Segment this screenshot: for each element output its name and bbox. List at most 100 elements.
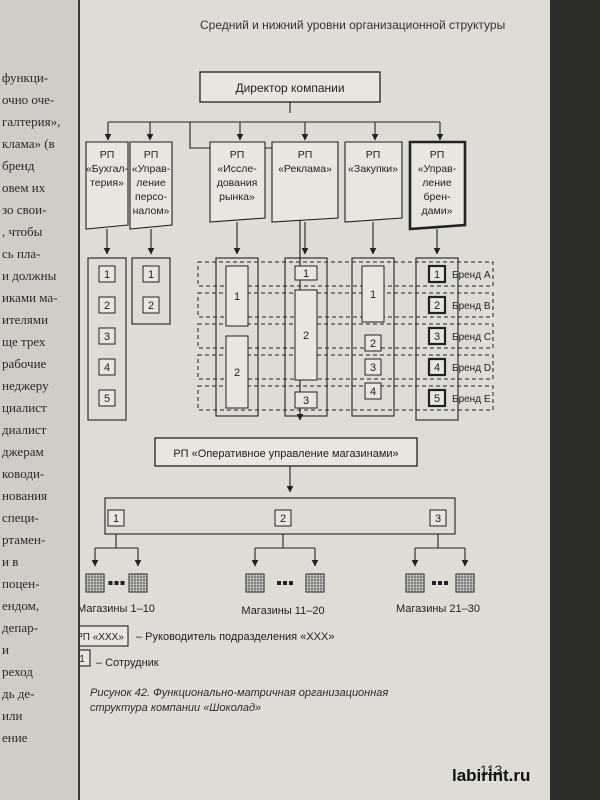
- staff-box: [427, 326, 447, 346]
- store-grid-icon: [305, 573, 325, 593]
- store-group-label-2: Магазины 11–20: [241, 605, 324, 617]
- staff-box: [427, 295, 447, 315]
- store-grid-icon: [128, 573, 148, 593]
- legend-staff-box: [80, 649, 91, 667]
- left-page-text-fragment: и должны: [2, 268, 57, 283]
- left-page-text-fragment: или: [2, 708, 23, 723]
- left-page-text-fragment: галтерия»,: [2, 114, 61, 129]
- staff-box: [142, 296, 160, 314]
- ellipsis-dot: [114, 581, 119, 585]
- staff-number: 2: [148, 300, 154, 312]
- store-grid-icon: [455, 573, 475, 593]
- department-label-line: ление: [422, 177, 452, 189]
- left-page-text-fragment: ителями: [2, 312, 49, 327]
- department-label-line: «Управ-: [418, 163, 457, 175]
- brand-label: Бренд D: [452, 363, 491, 374]
- staff-box: [294, 391, 318, 409]
- store-manager-number: 2: [280, 513, 286, 525]
- staff-number: 3: [104, 331, 110, 343]
- staff-arrows: [103, 222, 441, 255]
- staff-number: 5: [434, 393, 440, 405]
- legend-manager-box-label: РП «XXX»: [80, 632, 124, 643]
- department-label-line: «Закупки»: [348, 163, 398, 175]
- brand-row: [197, 261, 494, 287]
- left-page-text-fragment: неджеру: [2, 378, 49, 393]
- legend-staff-box-label: 1: [80, 654, 85, 665]
- department-label-line: ление: [136, 177, 166, 189]
- left-page-text-fragment: джерам: [2, 444, 44, 459]
- left-page-text-fragment: специ-: [2, 510, 39, 525]
- legend-manager-text: – Руководитель подразделения «XXX»: [136, 631, 334, 643]
- purchasing-staff-column: [351, 257, 395, 417]
- staff-number: 4: [104, 362, 110, 374]
- department-label-line: терия»: [90, 177, 124, 189]
- left-page-text-fragment: и в: [2, 554, 19, 569]
- figure-caption: Рисунок 42. Функционально-матричная орга…: [90, 687, 389, 714]
- department-labels: РП «Бухгал-терия» РП «Управ-ление персо-нало…: [86, 149, 457, 217]
- staff-box: [427, 388, 447, 408]
- staff-number: 4: [370, 386, 376, 398]
- store-grid-icon: [85, 573, 105, 593]
- brand-row: [197, 385, 494, 411]
- staff-number: 4: [434, 362, 440, 374]
- brand-row: [197, 323, 494, 349]
- department-label-line: РП: [100, 149, 115, 161]
- left-page-text-fragment: ендом,: [2, 598, 40, 613]
- department-label-line: персо-: [135, 191, 168, 203]
- staff-box: [98, 265, 116, 283]
- watermark-text: labirint.ru: [452, 766, 531, 785]
- staff-box: [98, 389, 116, 407]
- staff-box: [427, 357, 447, 377]
- left-page-text-fragment: очно оче-: [2, 92, 55, 107]
- dept-accounting-box: [85, 141, 129, 230]
- department-boxes: [85, 140, 467, 231]
- staff-box: [364, 358, 382, 376]
- department-label-line: РП: [366, 149, 381, 161]
- dept-purchasing-box: [344, 141, 403, 223]
- store-manager-box: [429, 509, 447, 527]
- running-header: Средний и нижний уровни организационной …: [200, 18, 506, 32]
- store-manager-number: 1: [113, 513, 119, 525]
- staff-box: [142, 265, 160, 283]
- legend-manager-box: [80, 625, 129, 647]
- department-label-line: РП: [144, 149, 159, 161]
- left-page-text-fragment: ще трех: [2, 334, 46, 349]
- store-manager-box: [107, 509, 125, 527]
- left-page-text-fragment: иками ма-: [2, 290, 58, 305]
- dept-advertising-box: [271, 141, 339, 223]
- staff-box: [98, 327, 116, 345]
- ellipsis-dot: [283, 581, 287, 585]
- staff-number: 2: [104, 300, 110, 312]
- left-page-text-fragment: и: [2, 642, 9, 657]
- store-grid-icon: [245, 573, 265, 593]
- ellipsis-dot: [444, 581, 448, 585]
- org-chart-diagram: Директор компании РП«Бухгал-терия»РП«Упр…: [80, 71, 494, 669]
- ellipsis-dot: [120, 581, 125, 585]
- department-label-line: РП: [430, 149, 445, 161]
- director-box: [199, 71, 381, 103]
- department-label-line: налом»: [133, 205, 170, 217]
- brand-label: Бренд A: [452, 270, 491, 281]
- left-page-text-fragment: циалист: [2, 400, 47, 415]
- staff-number: 3: [370, 362, 376, 374]
- watermark-logo: labirint.ru: [452, 766, 530, 786]
- dept-hr-box: [129, 141, 173, 230]
- store-group-label-1: Магазины 1–10: [80, 603, 155, 615]
- legend-staff-text: – Сотрудник: [96, 657, 159, 669]
- department-label-line: «Бухгал-: [86, 163, 129, 175]
- staff-number: 1: [434, 269, 440, 281]
- department-label-line: брен-: [424, 191, 451, 203]
- department-label-line: РП: [230, 149, 245, 161]
- brand-label: Бренд B: [452, 301, 491, 312]
- staff-box: [427, 264, 447, 284]
- background-right: [550, 0, 600, 800]
- brand-label: Бренд E: [452, 394, 491, 405]
- staff-box: [225, 265, 249, 327]
- hr-staff-column: [131, 257, 171, 325]
- left-page-text-fragment: рабочие: [2, 356, 47, 371]
- dept-research-box: [209, 141, 266, 223]
- left-page-text-fragment: поцен-: [2, 576, 40, 591]
- store-manager-box: [274, 509, 292, 527]
